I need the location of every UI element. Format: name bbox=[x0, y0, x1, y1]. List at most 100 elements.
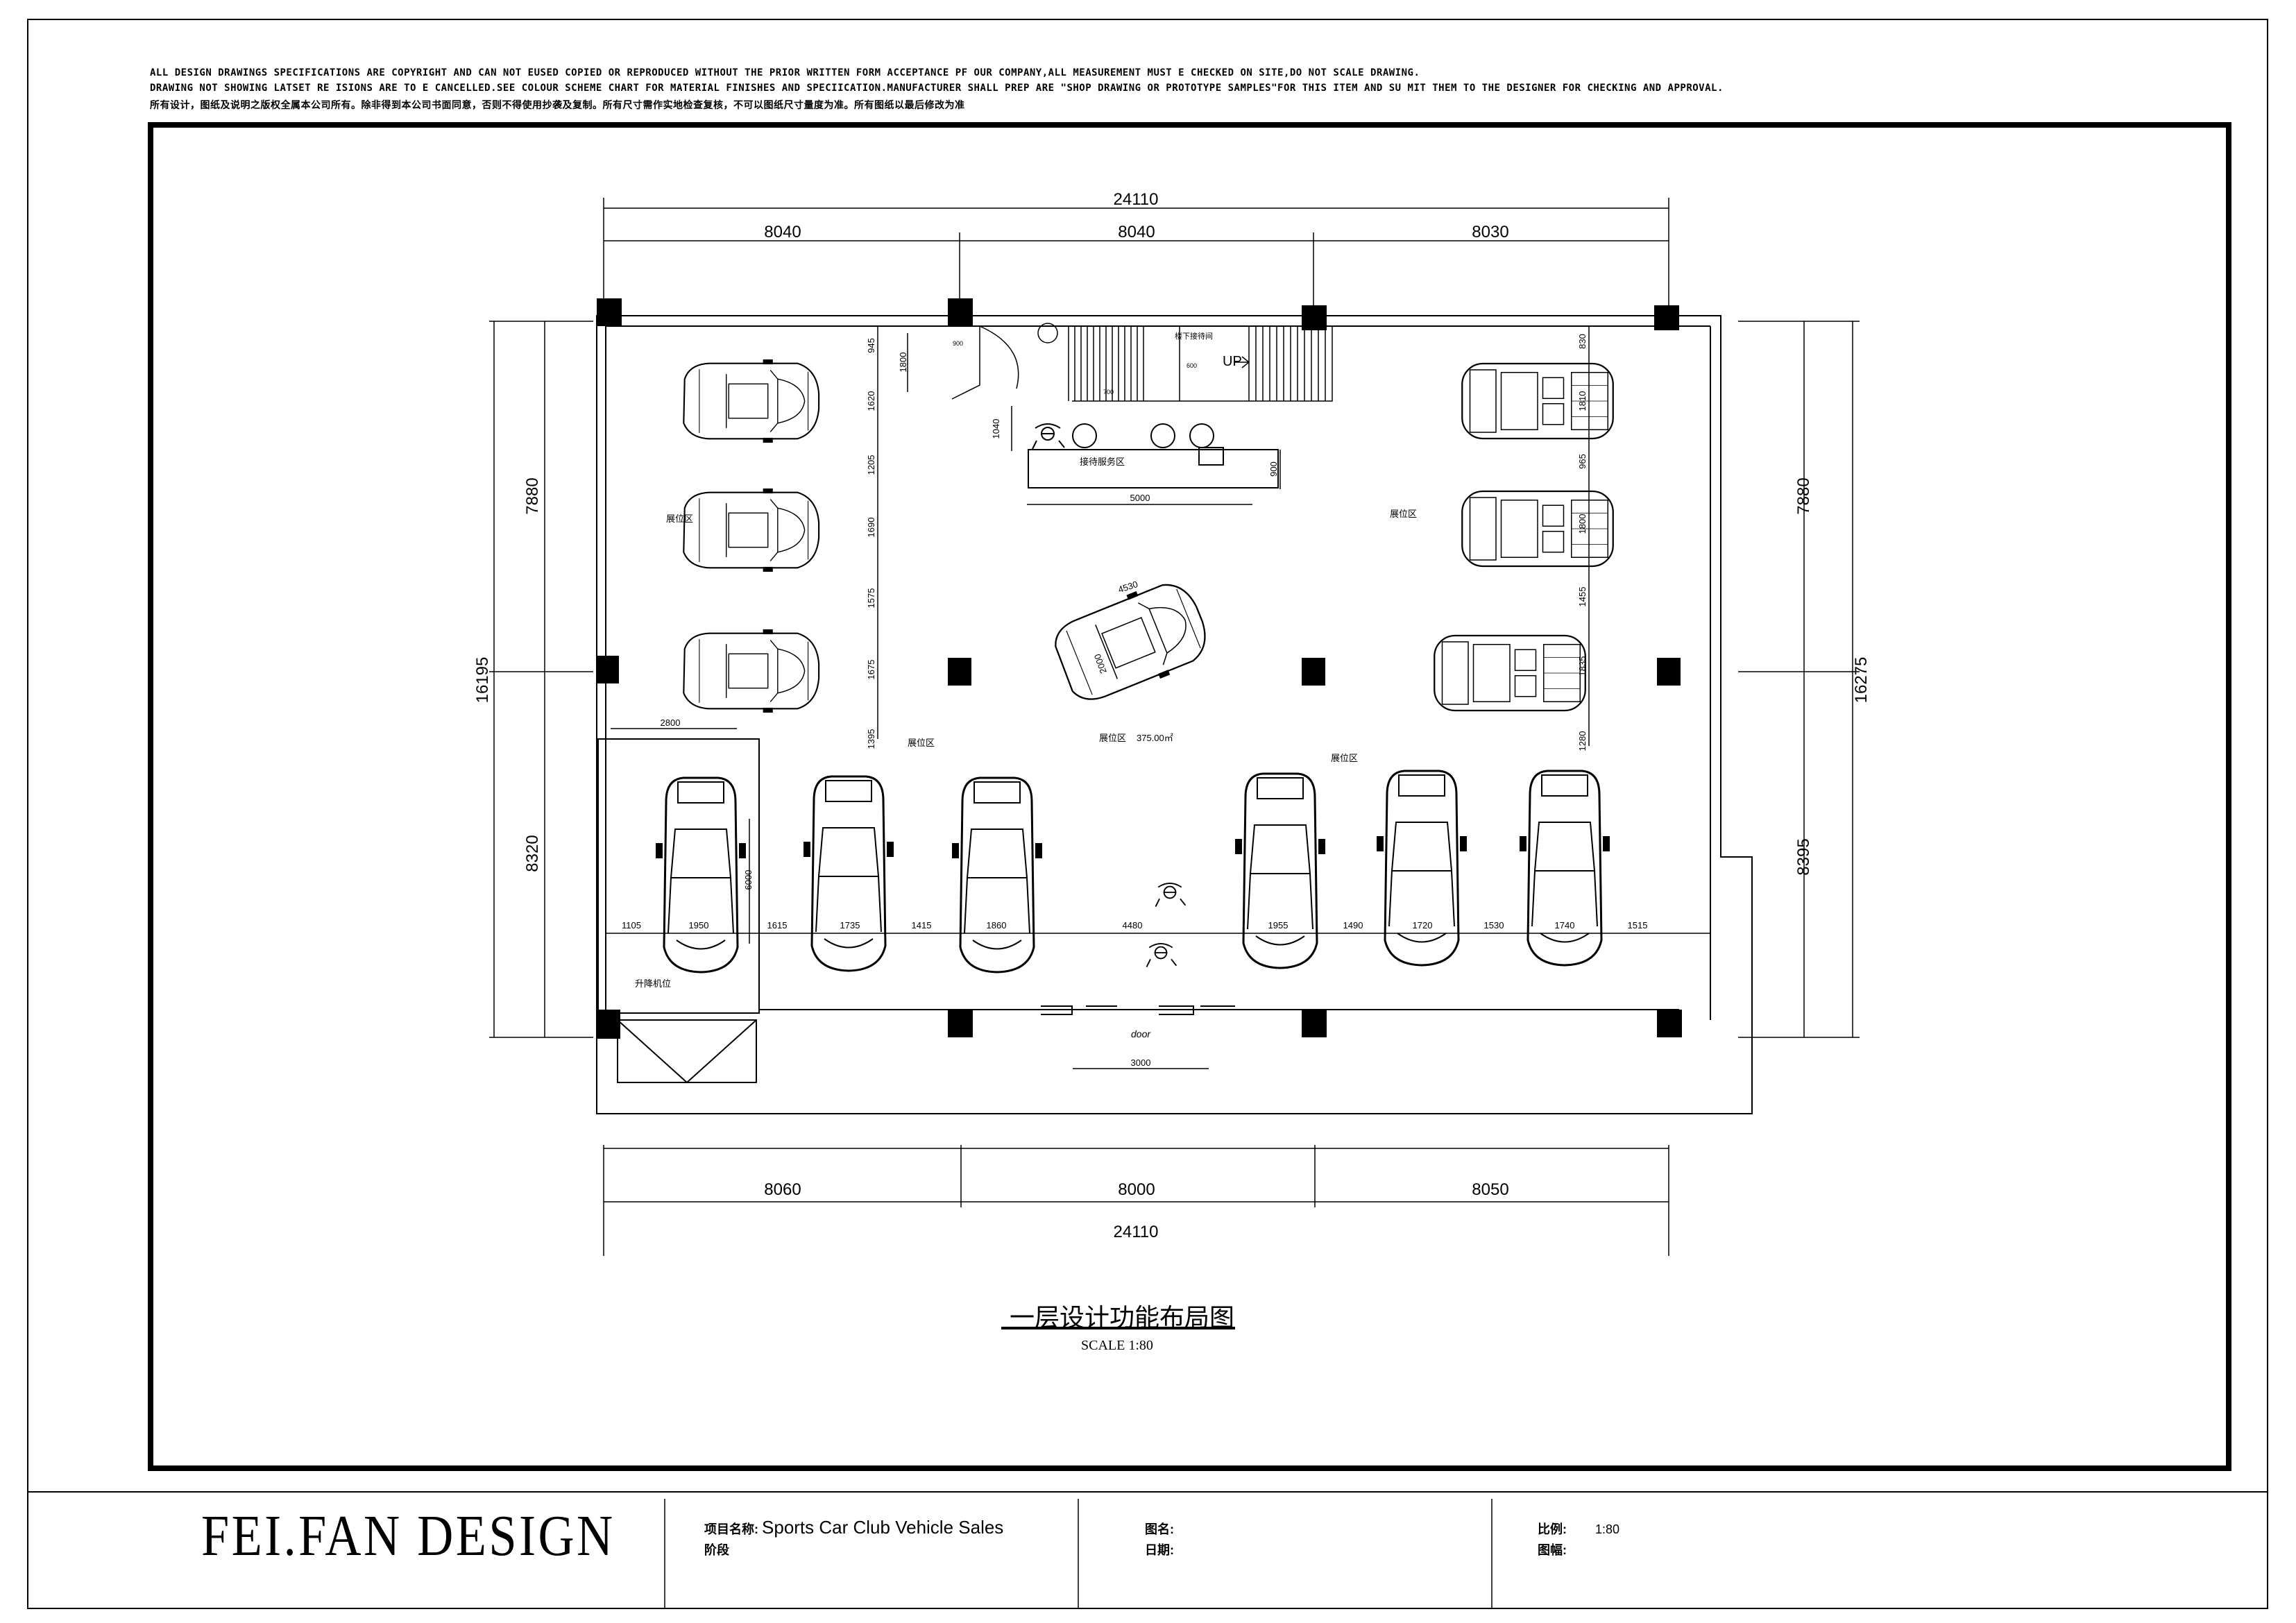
brand-logo-text: FEI.FAN DESIGN bbox=[201, 1504, 615, 1568]
car-right-2 bbox=[1461, 490, 1615, 568]
ratio-value: 1:80 bbox=[1595, 1522, 1620, 1536]
copyright-note-1: ALL DESIGN DRAWINGS SPECIFICATIONS ARE C… bbox=[150, 67, 1420, 78]
dim-right-gap-2: 1810 bbox=[1577, 391, 1588, 411]
copyright-note-3: 所有设计，图纸及说明之版权全属本公司所有。除非得到本公司书面同意，否则不得使用抄… bbox=[150, 100, 965, 111]
dim-bottom-bay-3: 8050 bbox=[1472, 1180, 1508, 1199]
project-name-value: Sports Car Club Vehicle Sales bbox=[762, 1517, 1004, 1538]
dim-row-7: 4480 bbox=[1123, 920, 1143, 931]
dim-bottom-bay-1: 8060 bbox=[764, 1180, 801, 1199]
dim-row-11: 1530 bbox=[1484, 920, 1504, 931]
car-bottom-5 bbox=[1377, 770, 1467, 967]
entrance-door bbox=[1041, 1005, 1235, 1015]
display-zone-right-label: 展位区 bbox=[1390, 509, 1417, 519]
door-label: door bbox=[1131, 1028, 1151, 1039]
ratio-label: 比例: bbox=[1538, 1522, 1567, 1536]
display-zone-bottom-right-label: 展位区 bbox=[1331, 753, 1358, 763]
dim-counter-length: 5000 bbox=[1130, 493, 1150, 503]
car-bottom-4 bbox=[1235, 772, 1325, 969]
drawing-scale: SCALE 1:80 bbox=[1081, 1338, 1153, 1353]
ratio-field: 比例: 1:80 bbox=[1538, 1520, 1619, 1538]
drawing-frame bbox=[148, 122, 2231, 1471]
dim-right-part-1: 7880 bbox=[1794, 477, 1813, 514]
reception-chairs bbox=[1072, 423, 1224, 466]
dim-left-total: 16195 bbox=[473, 657, 492, 704]
dim-right-gap-3: 965 bbox=[1577, 454, 1588, 469]
dim-row-5: 1415 bbox=[912, 920, 932, 931]
car-bottom-2 bbox=[803, 775, 894, 972]
receptionist-figure bbox=[1032, 423, 1065, 450]
drawing-name-label: 图名: bbox=[1145, 1522, 1174, 1536]
dim-left-gap-5: 1575 bbox=[866, 588, 876, 609]
dim-stair-depth: 1800 bbox=[898, 352, 908, 373]
display-zone-left-label: 展位区 bbox=[666, 513, 693, 524]
car-center bbox=[1045, 571, 1218, 713]
dim-lift-length: 6000 bbox=[743, 870, 754, 890]
stair-dim-small-2: 700 bbox=[1103, 389, 1114, 396]
dim-left-gap-1: 945 bbox=[866, 338, 876, 353]
reception-label: 接待服务区 bbox=[1080, 457, 1125, 467]
car-bottom-1 bbox=[656, 776, 746, 974]
structural-columns bbox=[597, 298, 1682, 1039]
dim-top-bay-3: 8030 bbox=[1472, 223, 1508, 241]
sheet-border bbox=[27, 19, 2268, 1609]
dim-left-part-1: 7880 bbox=[523, 477, 542, 514]
dim-counter-height: 900 bbox=[1268, 461, 1279, 477]
display-area-label: 375.00㎡ bbox=[1137, 733, 1173, 743]
dim-right-gap-5: 1455 bbox=[1577, 587, 1588, 607]
dim-row-1: 1105 bbox=[622, 920, 641, 931]
dim-row-8: 1955 bbox=[1268, 920, 1289, 931]
dim-right-gap-7: 1280 bbox=[1577, 731, 1588, 751]
car-left-2 bbox=[682, 488, 820, 572]
car-right-3 bbox=[1433, 634, 1587, 712]
dim-right-gap-4: 1800 bbox=[1577, 514, 1588, 534]
dim-top-total: 24110 bbox=[1114, 190, 1159, 209]
dim-left-part-2: 8320 bbox=[523, 835, 542, 872]
drawing-title: 一层设计功能布局图 bbox=[1010, 1303, 1235, 1332]
dim-counter-depth: 1040 bbox=[991, 419, 1001, 439]
dim-row-10: 1720 bbox=[1413, 920, 1433, 931]
dim-row-2: 1950 bbox=[689, 920, 709, 931]
dim-right-gap-6: 1835 bbox=[1577, 656, 1588, 677]
dim-left-gap-7: 1395 bbox=[866, 729, 876, 749]
dim-row-6: 1860 bbox=[987, 920, 1007, 931]
dim-right-part-2: 8395 bbox=[1794, 838, 1813, 875]
display-zone-center-label: 展位区 bbox=[1099, 733, 1126, 743]
sheet-size-label: 图幅: bbox=[1538, 1543, 1567, 1557]
stair-note: 楼下接待间 bbox=[1175, 331, 1213, 341]
dim-row-4: 1735 bbox=[840, 920, 860, 931]
dim-row-13: 1515 bbox=[1628, 920, 1648, 931]
dim-top-bay-1: 8040 bbox=[764, 223, 801, 241]
car-bottom-3 bbox=[952, 776, 1042, 974]
dim-center-car-width: 2000 bbox=[1092, 652, 1109, 674]
project-name-label: 项目名称: bbox=[704, 1522, 758, 1536]
dim-left-gap-2: 1620 bbox=[866, 391, 876, 411]
stair-dim-small-3: 600 bbox=[1187, 362, 1197, 369]
up-label: UP bbox=[1223, 354, 1242, 369]
dim-door-width: 3000 bbox=[1131, 1057, 1151, 1068]
dim-bottom-total: 24110 bbox=[1114, 1223, 1159, 1241]
visitor-figure-2 bbox=[1146, 943, 1177, 968]
date-label: 日期: bbox=[1145, 1543, 1174, 1557]
stair-dim-small-1: 900 bbox=[953, 340, 963, 347]
car-bottom-6 bbox=[1520, 770, 1610, 967]
dim-row-3: 1615 bbox=[767, 920, 788, 931]
dim-left-gap-6: 1675 bbox=[866, 660, 876, 680]
reception-counter bbox=[1028, 449, 1279, 488]
dim-row-9: 1490 bbox=[1343, 920, 1363, 931]
dim-right-gap-1: 830 bbox=[1577, 334, 1588, 349]
stage-label: 阶段 bbox=[704, 1543, 729, 1557]
dim-right-total: 16275 bbox=[1852, 657, 1871, 704]
dim-top-bay-2: 8040 bbox=[1118, 223, 1155, 241]
dim-bottom-bay-2: 8000 bbox=[1118, 1180, 1155, 1199]
dim-lift-width: 2800 bbox=[661, 717, 681, 728]
dimension-lines bbox=[489, 198, 1860, 1256]
display-zone-bottom-left-label: 展位区 bbox=[908, 738, 935, 748]
dim-left-gap-3: 1205 bbox=[866, 455, 876, 475]
car-left-1 bbox=[682, 359, 820, 443]
project-name-field: 项目名称: Sports Car Club Vehicle Sales bbox=[704, 1517, 1003, 1538]
dim-left-gap-4: 1690 bbox=[866, 518, 876, 538]
staircase bbox=[949, 323, 1333, 402]
dim-row-12: 1740 bbox=[1555, 920, 1575, 931]
visitor-figure-1 bbox=[1155, 883, 1187, 908]
